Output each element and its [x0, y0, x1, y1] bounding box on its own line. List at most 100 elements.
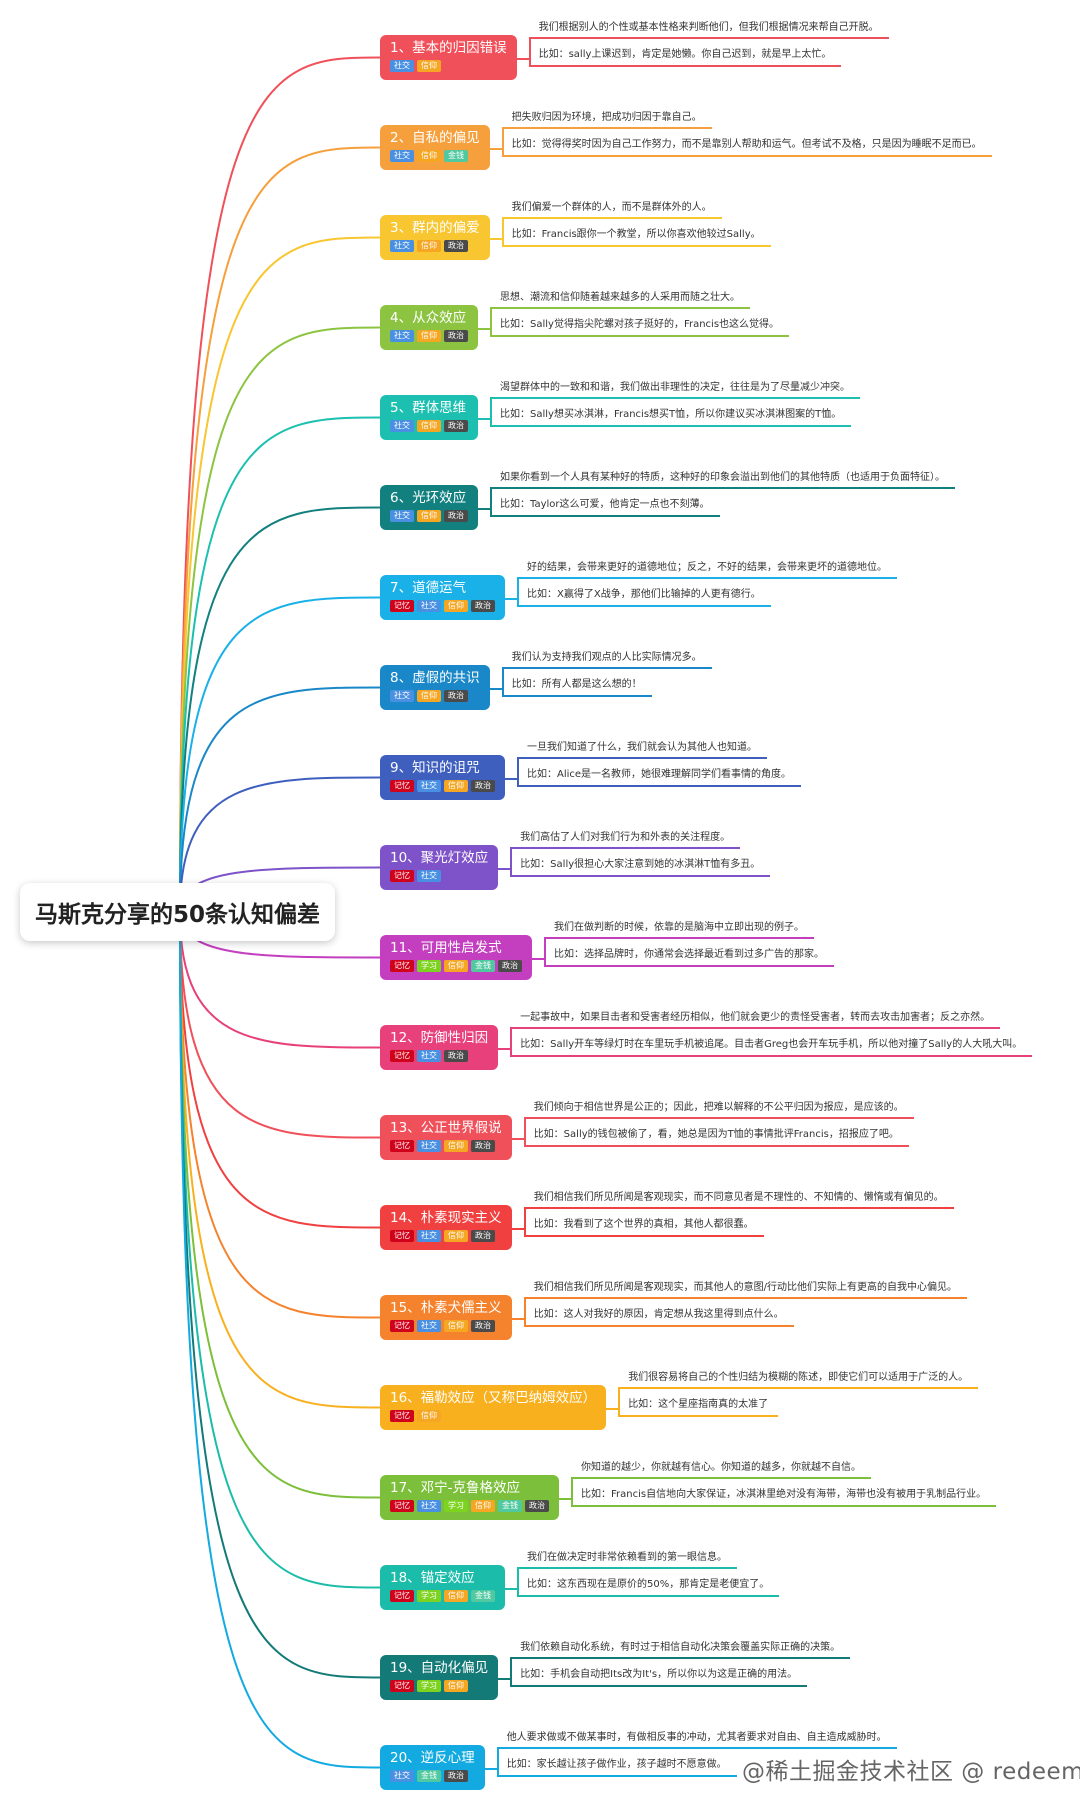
node-stub-line	[478, 327, 490, 330]
example-underline	[510, 1055, 1033, 1057]
example-underline	[490, 335, 790, 337]
tag-badge: 信仰	[444, 1680, 468, 1692]
tag-badge: 政治	[471, 1230, 495, 1242]
bias-description: 我们相信我们所见所闻是客观现实，而其他人的意图/行动比他们实际上有更高的自我中心…	[533, 1282, 958, 1293]
bias-example: 比如：sally上课迟到，肯定是她懒。你自己迟到，就是早上太忙。	[538, 49, 832, 60]
example-underline	[523, 1325, 794, 1327]
tag-badge: 信仰	[417, 510, 441, 522]
bias-description: 我们在做决定时非常依赖看到的第一眼信息。	[527, 1552, 727, 1563]
node-stub-line	[606, 1407, 619, 1410]
bias-description: 你知道的越少，你就越有信心。你知道的越多，你就越不自信。	[581, 1462, 861, 1473]
tag-badge: 信仰	[444, 600, 468, 612]
bracket-line	[618, 1387, 621, 1415]
tag-badge: 社交	[390, 240, 414, 252]
tag-badge: 金钱	[498, 1500, 522, 1512]
tag-badge: 学习	[417, 1680, 441, 1692]
bias-node-9[interactable]: 9、知识的诅咒记忆社交信仰政治	[380, 755, 505, 800]
tag-badge: 金钱	[471, 960, 495, 972]
connector-13	[179, 914, 381, 1139]
tag-badge: 社交	[417, 1140, 441, 1152]
tag-badge: 记忆	[390, 1590, 414, 1602]
tag-badge: 金钱	[444, 150, 468, 162]
bias-description: 渴望群体中的一致和和谐，我们做出非理性的决定，往往是为了尽量减少冲突。	[500, 382, 850, 393]
tag-badge: 记忆	[390, 960, 414, 972]
bias-node-19[interactable]: 19、自动化偏见记忆学习信仰	[380, 1655, 499, 1700]
bias-node-13[interactable]: 13、公正世界假说记忆社交信仰政治	[380, 1115, 512, 1160]
tag-badge: 信仰	[444, 780, 468, 792]
bias-node-4[interactable]: 4、从众效应社交信仰政治	[380, 305, 478, 350]
example-underline	[510, 1685, 808, 1687]
bias-title: 8、虚假的共识	[390, 670, 480, 686]
tag-badge: 政治	[471, 1320, 495, 1332]
tag-badge: 社交	[417, 1050, 441, 1062]
bias-description: 我们在做判断的时候，依靠的是脑海中立即出现的例子。	[554, 922, 804, 933]
bias-node-3[interactable]: 3、群内的偏爱社交信仰政治	[380, 215, 490, 260]
bias-example: 比如：我看到了这个世界的真相，其他人都很蠢。	[533, 1219, 754, 1230]
tag-badge: 社交	[417, 780, 441, 792]
tag-list: 记忆社交政治	[390, 1050, 488, 1062]
bias-node-5[interactable]: 5、群体思维社交信仰政治	[380, 395, 478, 440]
tag-badge: 政治	[444, 330, 468, 342]
node-stub-line	[489, 147, 502, 150]
bias-title: 15、朴素犬儒主义	[390, 1300, 502, 1316]
tag-badge: 信仰	[444, 1590, 468, 1602]
bias-node-12[interactable]: 12、防御性归因记忆社交政治	[380, 1025, 499, 1070]
bracket-line	[523, 1117, 526, 1145]
bias-node-7[interactable]: 7、道德运气记忆社交信仰政治	[380, 575, 505, 620]
bias-node-17[interactable]: 17、邓宁-克鲁格效应记忆社交学习信仰金钱政治	[380, 1475, 559, 1520]
tag-badge: 信仰	[417, 150, 441, 162]
bracket-line	[496, 1747, 499, 1775]
tag-badge: 社交	[390, 1770, 414, 1782]
tag-badge: 社交	[390, 330, 414, 342]
bias-title: 4、从众效应	[390, 310, 467, 326]
bias-description: 我们依赖自动化系统，有时过于相信自动化决策会覆盖实际正确的决策。	[520, 1642, 841, 1653]
connector-14	[179, 915, 381, 1229]
bias-node-14[interactable]: 14、朴素现实主义记忆社交信仰政治	[380, 1205, 512, 1250]
description-underline	[523, 1297, 968, 1299]
bias-node-16[interactable]: 16、福勒效应（又称巴纳姆效应）记忆信仰	[380, 1385, 607, 1430]
tag-list: 社交信仰政治	[390, 330, 468, 342]
node-stub-line	[505, 597, 517, 600]
tag-badge: 记忆	[390, 1050, 414, 1062]
bracket-line	[510, 1027, 513, 1055]
node-stub-line	[498, 1677, 511, 1680]
bias-node-18[interactable]: 18、锚定效应记忆学习信仰金钱	[380, 1565, 505, 1610]
bias-node-1[interactable]: 1、基本的归因错误社交信仰	[380, 35, 517, 80]
bias-node-11[interactable]: 11、可用性启发式记忆学习信仰金钱政治	[380, 935, 532, 980]
tag-badge: 金钱	[471, 1590, 495, 1602]
bracket-line	[501, 217, 504, 245]
node-stub-line	[511, 1137, 524, 1140]
description-underline	[490, 397, 860, 399]
bias-example: 比如：选择品牌时，你通常会选择最近看到过多广告的那家。	[554, 949, 824, 960]
example-underline	[517, 605, 771, 607]
bias-title: 16、福勒效应（又称巴纳姆效应）	[390, 1390, 597, 1406]
description-underline	[544, 937, 814, 939]
bias-description: 我们偏爱一个群体的人，而不是群体外的人。	[511, 202, 712, 213]
bias-example: 比如：Alice是一名教师，她很难理解同学们看事情的角度。	[527, 769, 792, 780]
description-underline	[510, 1027, 1001, 1029]
bias-node-10[interactable]: 10、聚光灯效应记忆社交	[380, 845, 499, 890]
root-topic[interactable]: 马斯克分享的50条认知偏差	[20, 883, 335, 941]
tag-badge: 信仰	[471, 1500, 495, 1512]
tag-badge: 政治	[525, 1500, 549, 1512]
connector-2	[179, 146, 381, 905]
connector-17	[179, 917, 381, 1499]
node-stub-line	[489, 237, 502, 240]
bias-node-8[interactable]: 8、虚假的共识社交信仰政治	[380, 665, 490, 710]
description-underline	[501, 217, 722, 219]
bias-node-6[interactable]: 6、光环效应社交信仰政治	[380, 485, 478, 530]
bias-node-2[interactable]: 2、自私的偏见社交信仰金钱	[380, 125, 490, 170]
bracket-line	[544, 937, 546, 965]
tag-list: 记忆学习信仰	[390, 1680, 488, 1692]
connector-9	[179, 776, 381, 911]
tag-list: 记忆学习信仰金钱	[390, 1590, 495, 1602]
connector-5	[179, 416, 381, 908]
bias-node-15[interactable]: 15、朴素犬儒主义记忆社交信仰政治	[380, 1295, 512, 1340]
bias-node-20[interactable]: 20、逆反心理社交金钱政治	[380, 1745, 485, 1790]
bias-title: 18、锚定效应	[390, 1570, 475, 1586]
example-underline	[618, 1415, 779, 1417]
bias-example: 比如：Sally觉得指尖陀螺对孩子挺好的，Francis也这么觉得。	[500, 319, 780, 330]
bias-description: 一起事故中，如果目击者和受害者经历相似，他们就会更少的责怪受害者，转而去攻击加害…	[520, 1012, 991, 1023]
node-stub-line	[532, 957, 544, 960]
tag-badge: 学习	[444, 1500, 468, 1512]
